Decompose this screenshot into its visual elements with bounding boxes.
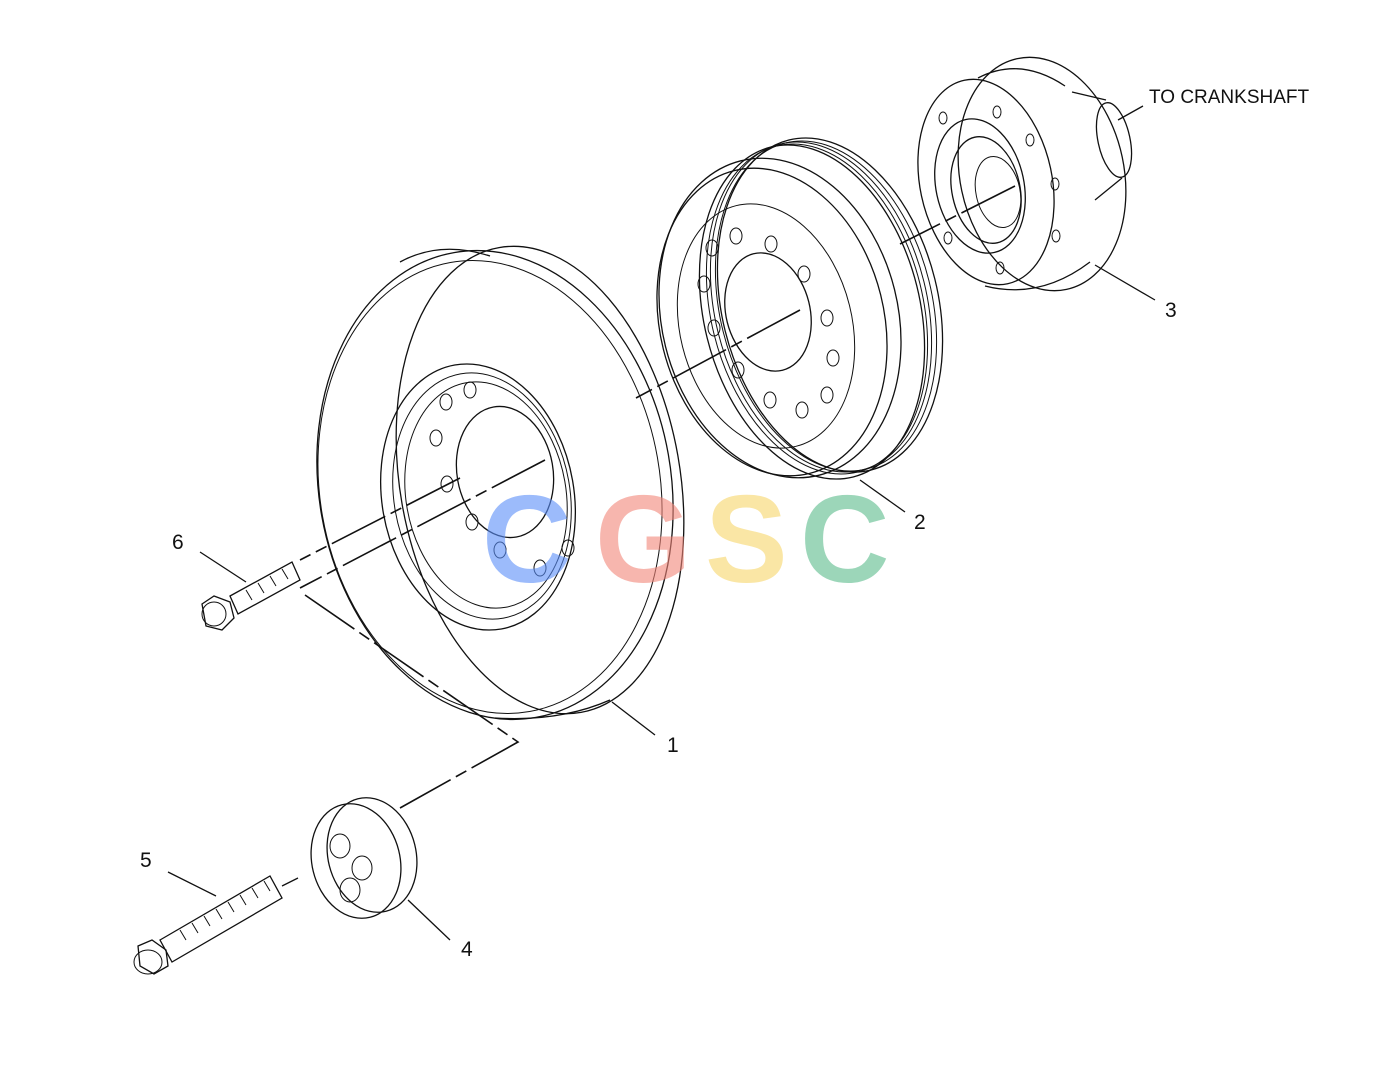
assembly-center-lines — [299, 185, 1016, 809]
watermark-letter-s: S — [705, 471, 788, 609]
callout-5: 5 — [140, 849, 152, 872]
part-4-washer — [310, 797, 418, 919]
callout-6: 6 — [172, 531, 184, 554]
part-2-pulley — [656, 137, 944, 480]
callout-4: 4 — [461, 938, 473, 961]
callout-3: 3 — [1165, 299, 1177, 322]
callout-1: 1 — [667, 734, 679, 757]
part-1-damper — [316, 245, 685, 721]
callout-2: 2 — [914, 511, 926, 534]
part-3-crankshaft-hub — [917, 56, 1133, 292]
watermark-letter-c1: C — [482, 471, 572, 609]
watermark: C G S C — [482, 471, 890, 609]
to-crankshaft-label: TO CRANKSHAFT — [1149, 87, 1310, 108]
part-5-long-bolt — [133, 875, 299, 975]
leader-lines — [167, 105, 1156, 941]
watermark-letter-c2: C — [800, 471, 890, 609]
part-6-short-bolt — [201, 561, 301, 631]
watermark-letter-g: G — [595, 471, 691, 609]
